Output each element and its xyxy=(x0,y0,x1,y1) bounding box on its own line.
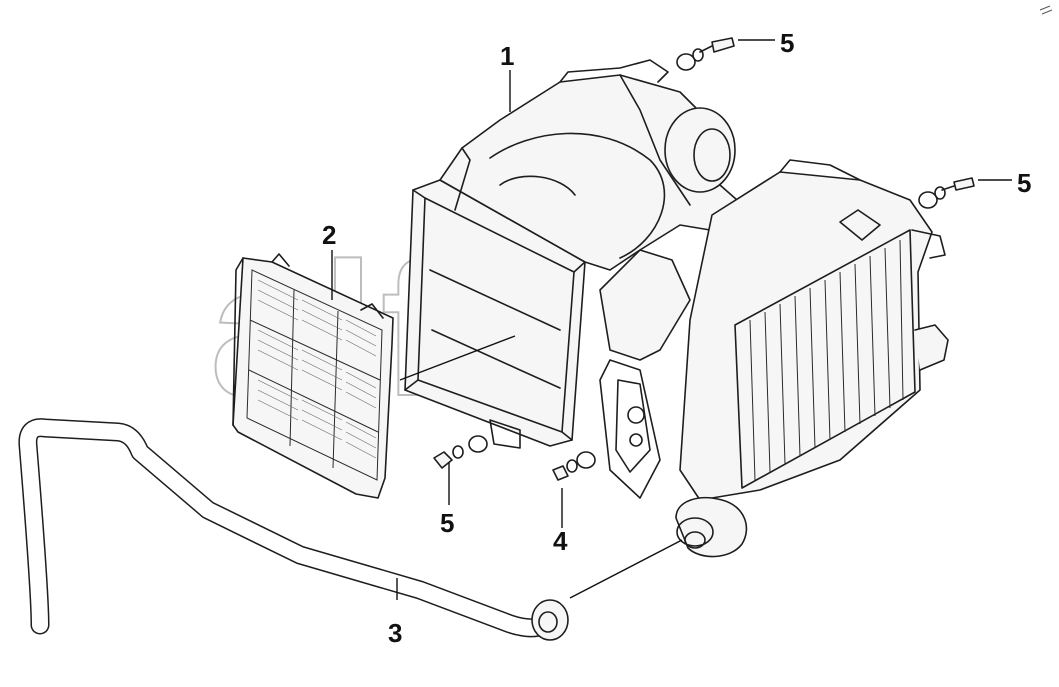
leader-lines xyxy=(331,39,1012,600)
callout-5-top: 5 xyxy=(780,28,794,58)
drain-hose xyxy=(18,418,569,641)
callout-4: 4 xyxy=(553,526,568,556)
callout-labels: 1 2 3 4 5 5 5 xyxy=(322,28,1031,648)
bolt-right xyxy=(918,177,975,209)
callout-1: 1 xyxy=(500,41,514,71)
callout-2: 2 xyxy=(322,220,336,250)
heater-housing xyxy=(404,59,949,558)
callout-5-bottom: 5 xyxy=(440,508,454,538)
nut-and-washers xyxy=(552,451,596,481)
corner-mark xyxy=(1039,5,1053,15)
bolt-top-right xyxy=(676,37,735,71)
bolt-bottom-left xyxy=(433,435,488,469)
callout-5-right: 5 xyxy=(1017,168,1031,198)
filter-grille xyxy=(232,253,394,499)
callout-3: 3 xyxy=(388,618,402,648)
